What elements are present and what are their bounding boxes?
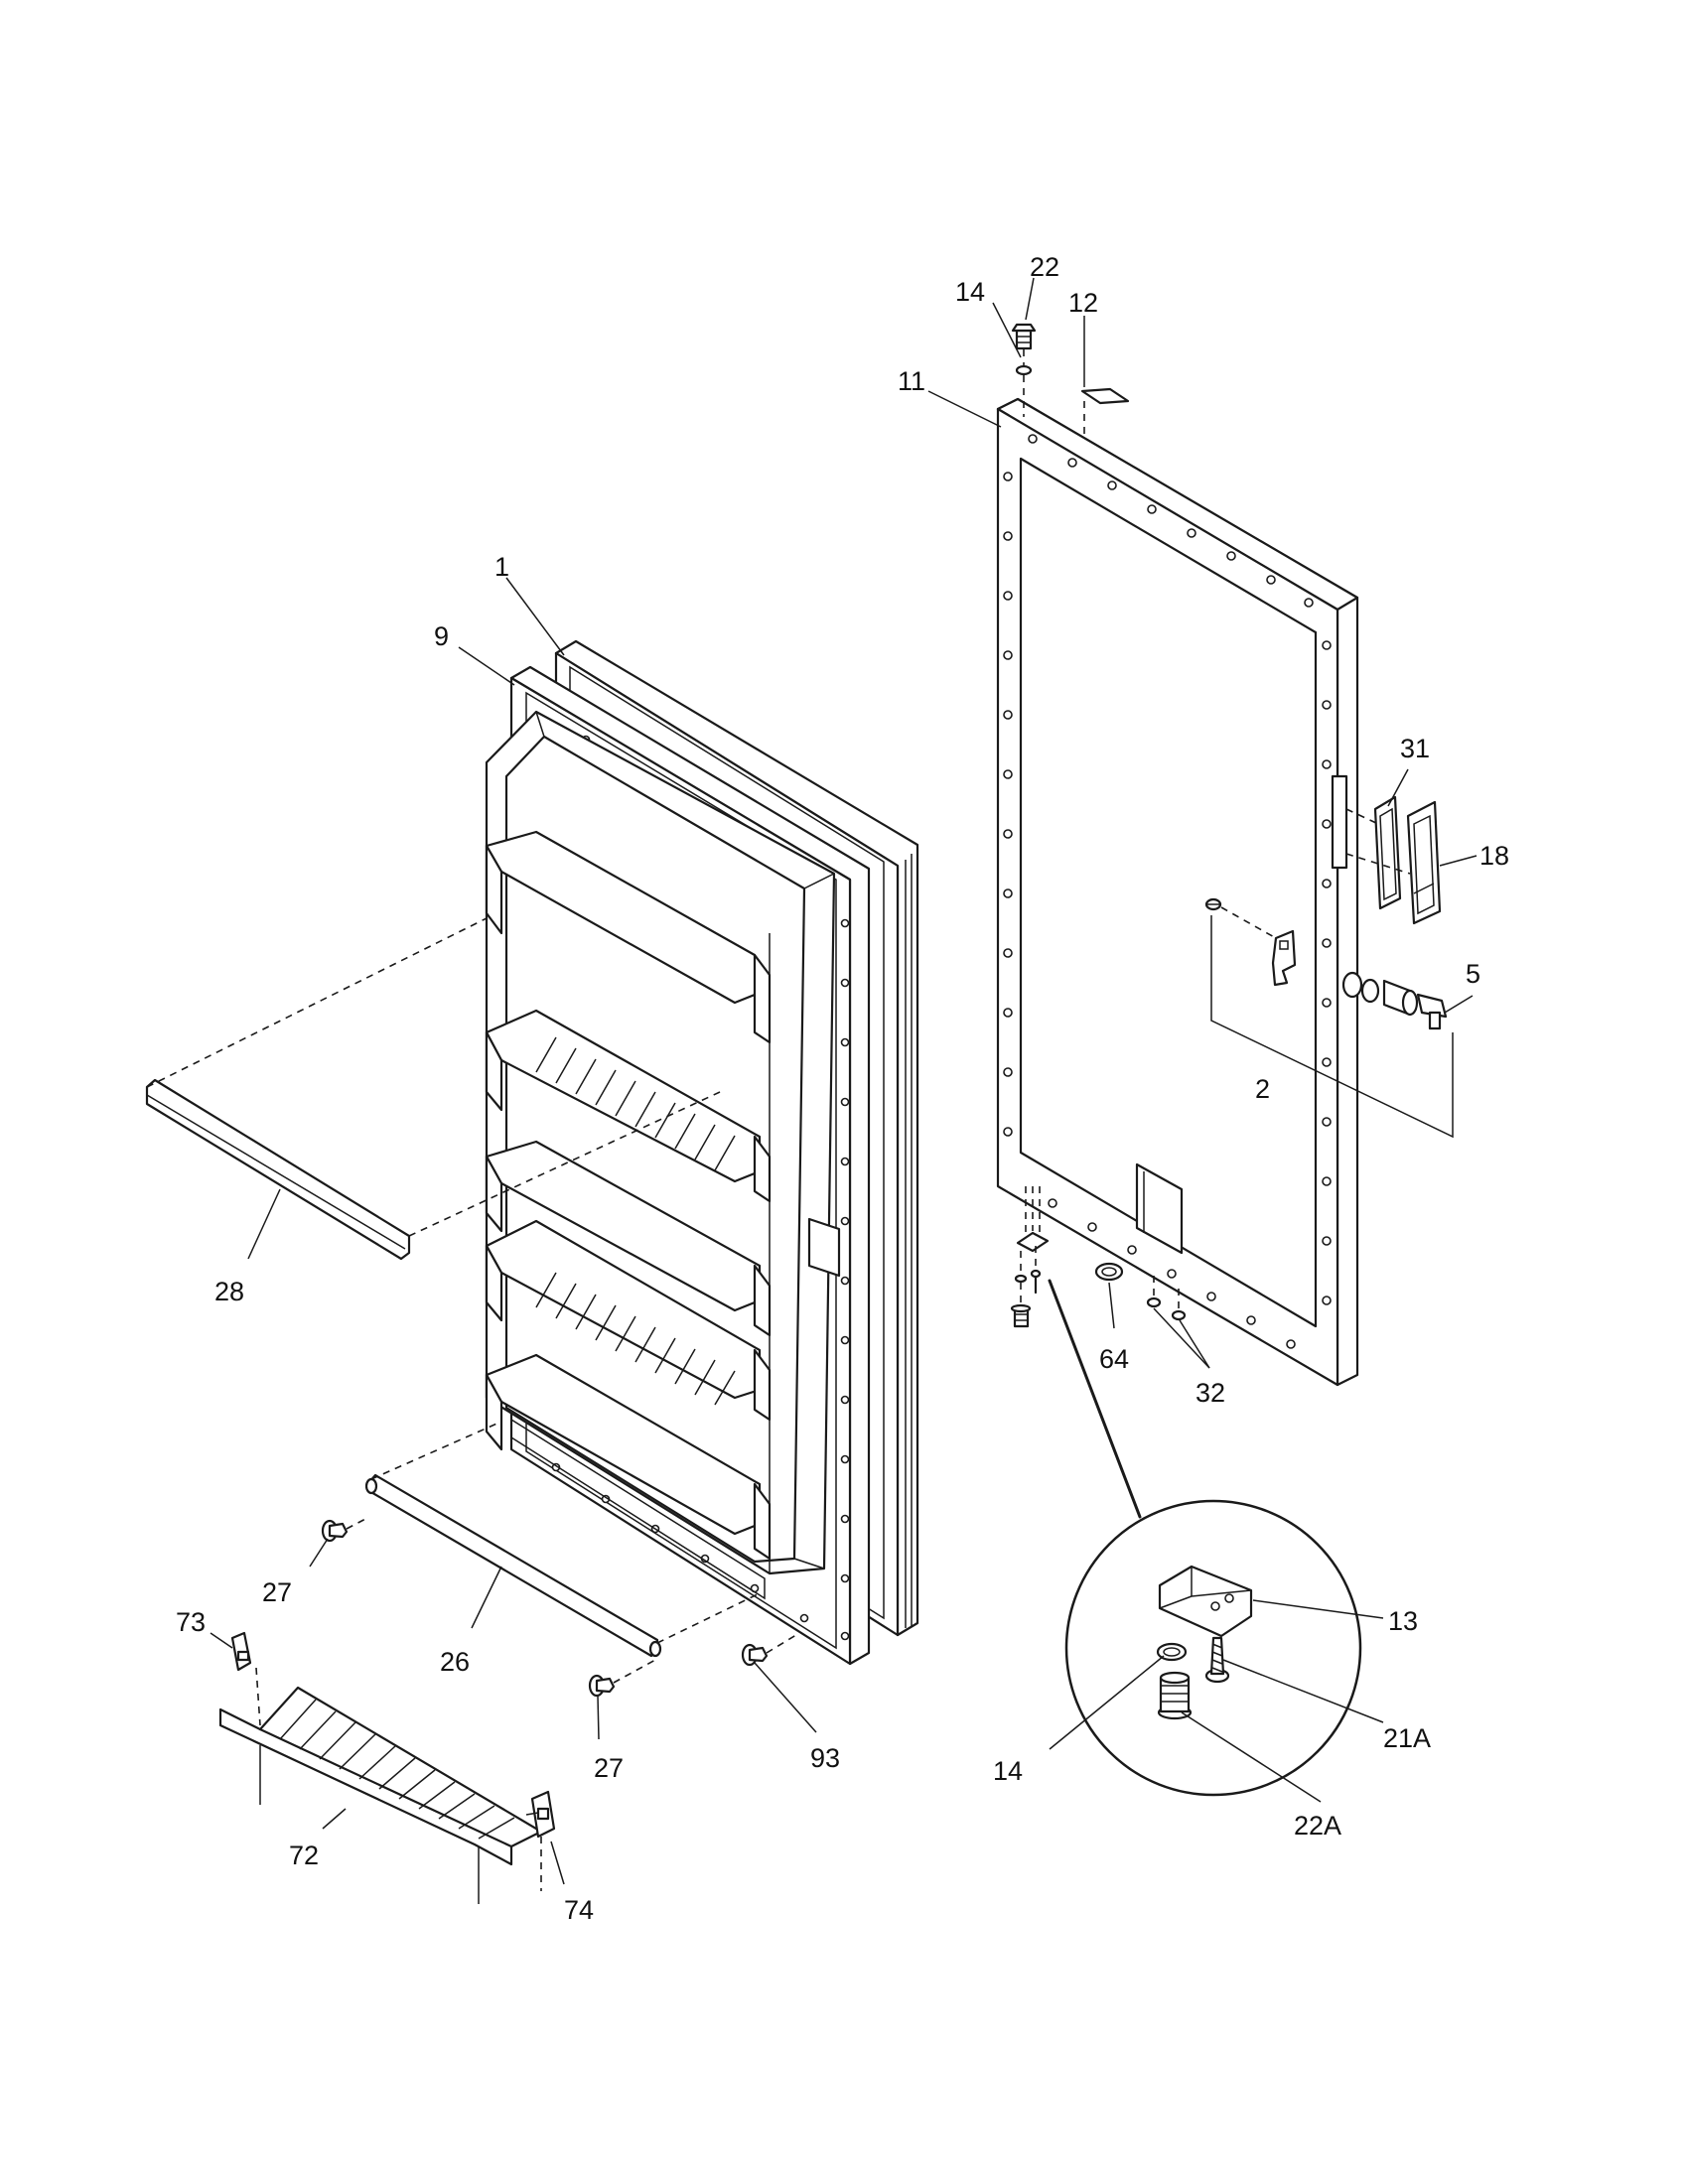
callout-93: 93 — [810, 1743, 840, 1773]
basket-clip-73 — [230, 1631, 252, 1672]
callout-13: 13 — [1388, 1606, 1418, 1636]
callout-5: 5 — [1466, 959, 1480, 989]
top-hinge-pin-22 — [1011, 323, 1037, 350]
door-shelf-1 — [485, 830, 772, 1044]
callout-72: 72 — [289, 1841, 319, 1870]
wire-basket-72 — [218, 1667, 543, 1904]
shelf-4-ribs — [535, 1272, 736, 1406]
callout-18: 18 — [1479, 841, 1509, 871]
push-pin-93 — [741, 1632, 800, 1667]
callout-2: 2 — [1255, 1074, 1270, 1104]
ring-64 — [1094, 1262, 1124, 1282]
washer-14-top — [1015, 364, 1033, 376]
callout-22A: 22A — [1294, 1811, 1341, 1841]
door-shelf-4 — [485, 1219, 772, 1422]
callout-27-right: 27 — [594, 1753, 624, 1783]
callout-74: 74 — [564, 1895, 594, 1925]
door-shelf-3 — [485, 1140, 772, 1337]
shelf-2-ribs — [535, 1036, 736, 1171]
callout-22: 22 — [1030, 252, 1059, 282]
outer-door-panel — [996, 397, 1359, 1387]
handle-gasket-31 — [1373, 795, 1402, 910]
basket-wires — [279, 1699, 515, 1840]
callout-26: 26 — [440, 1647, 470, 1677]
latch-strike-2 — [1204, 897, 1297, 987]
callout-9: 9 — [434, 621, 449, 651]
callout-14-top: 14 — [955, 277, 985, 307]
callout-labels: 1 9 28 27 26 27 93 73 72 74 11 14 22 12 … — [176, 252, 1509, 1925]
bottom-hinge-parts — [1010, 1186, 1050, 1328]
panel-holes-right — [1322, 640, 1332, 1305]
push-pin-27-left — [321, 1516, 370, 1543]
panel-holes-left — [1003, 472, 1013, 1137]
door-handle-18 — [1406, 800, 1442, 925]
callout-11: 11 — [898, 366, 925, 396]
plugs-32 — [1146, 1276, 1187, 1321]
callout-12: 12 — [1068, 288, 1098, 318]
door-shelf-5 — [485, 1353, 772, 1561]
push-pin-27-right — [588, 1659, 656, 1698]
leader-lines — [210, 277, 1477, 1885]
callout-64: 64 — [1099, 1344, 1129, 1374]
callout-27-left: 27 — [262, 1577, 292, 1607]
panel-holes-bottom — [1048, 1198, 1296, 1349]
basket-clip-74 — [525, 1790, 556, 1839]
callout-31: 31 — [1400, 734, 1430, 763]
callout-73: 73 — [176, 1607, 206, 1637]
lock-assembly-5 — [1341, 971, 1448, 1030]
label-plate-12 — [1080, 387, 1130, 405]
shelf-rail-26 — [364, 1421, 761, 1658]
shelf-bar-28 — [145, 917, 721, 1261]
callout-21A: 21A — [1383, 1723, 1431, 1753]
door-shelf-2 — [485, 1009, 772, 1203]
callout-14-detail: 14 — [993, 1756, 1023, 1786]
hinge-detail-circle — [1048, 1279, 1362, 1797]
panel-holes-top — [1028, 434, 1314, 608]
callout-28: 28 — [214, 1277, 244, 1306]
callout-32: 32 — [1196, 1378, 1225, 1408]
callout-1: 1 — [494, 552, 509, 582]
